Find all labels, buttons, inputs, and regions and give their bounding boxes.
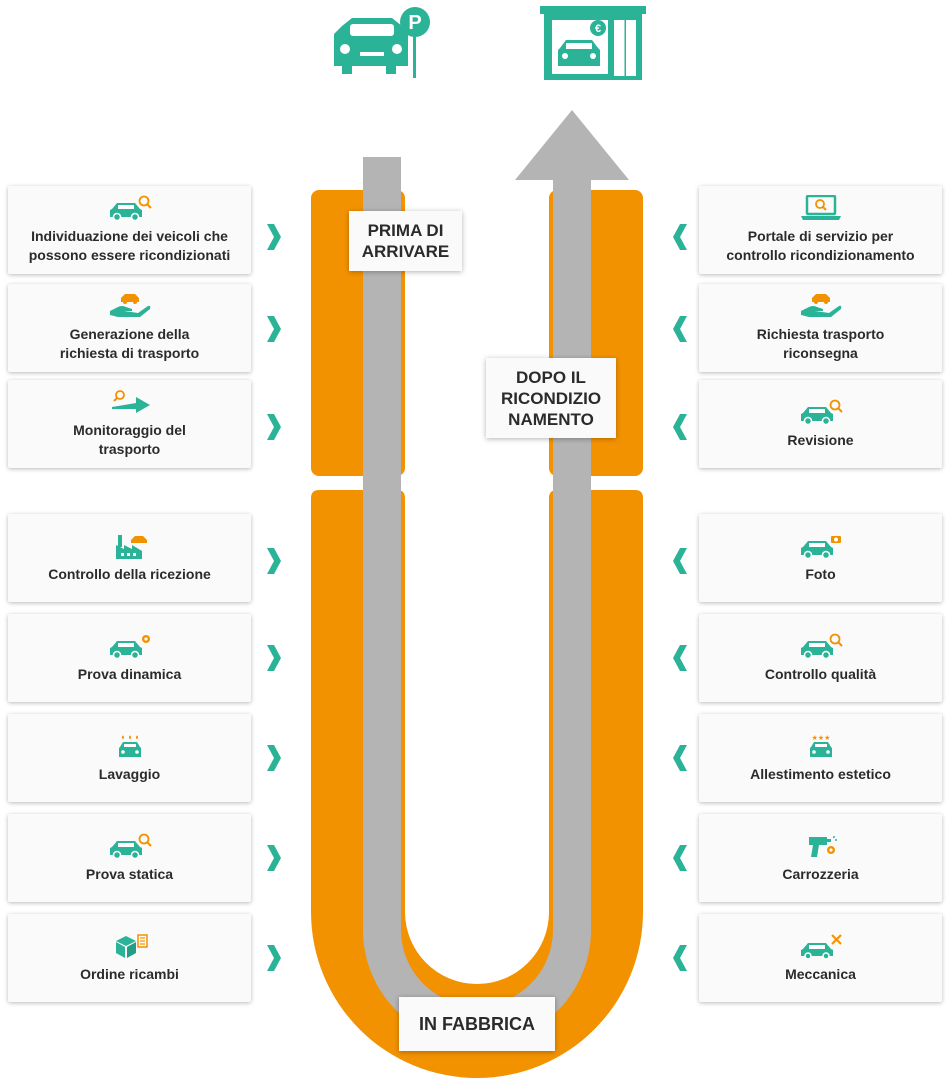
step-label: Controllo della ricezione: [48, 565, 211, 582]
factory-car-icon: [115, 534, 147, 559]
chevron-right-icon: [267, 316, 281, 342]
step-identify-vehicles: Individuazione dei veicoli che possono e…: [8, 186, 251, 274]
gray-flow-path: [363, 157, 591, 1044]
step-mechanics: Meccanica: [699, 914, 942, 1002]
chevron-left-icon: [673, 745, 687, 771]
chevron-left-icon: [673, 645, 687, 671]
step-return-transport: Richiesta trasporto riconsegna: [699, 284, 942, 372]
hand-car-icon: [800, 294, 841, 317]
step-label: Allestimento estetico: [750, 765, 891, 782]
step-label: Richiesta trasporto riconsegna: [756, 326, 885, 361]
arrow-search-icon: [111, 390, 150, 413]
step-reception-check: Controllo della ricezione: [8, 514, 251, 602]
parts-box-icon: [115, 933, 148, 958]
parked-car-icon: P: [334, 7, 430, 78]
step-transport-request: Generazione della richiesta di trasporto: [8, 284, 251, 372]
chevron-left-icon: [673, 316, 687, 342]
car-gear-icon: [109, 634, 150, 659]
step-label: Monitoraggio del trasporto: [73, 422, 186, 457]
step-static-test: Prova statica: [8, 814, 251, 902]
step-label: Portale di servizio per controllo ricond…: [726, 228, 915, 263]
step-photo: Foto: [699, 514, 942, 602]
step-dynamic-test: Prova dinamica: [8, 614, 251, 702]
svg-text:★★★: ★★★: [811, 734, 830, 742]
step-washing: Lavaggio: [8, 714, 251, 802]
car-search-icon: [800, 399, 843, 425]
chevron-right-icon: [267, 845, 281, 871]
step-transport-monitoring: Monitoraggio del trasporto: [8, 380, 251, 468]
step-label: Individuazione dei veicoli che possono e…: [28, 228, 231, 263]
car-search-icon: [109, 833, 152, 859]
step-label: Carrozzeria: [782, 865, 859, 882]
chevron-left-icon: [673, 414, 687, 440]
car-dealership-icon: €: [540, 6, 646, 80]
chevron-right-icon: [267, 745, 281, 771]
car-wash-icon: [118, 735, 141, 757]
step-label: Generazione della richiesta di trasporto: [59, 326, 200, 361]
chevron-left-icon: [673, 945, 687, 971]
car-stars-icon: ★★★: [809, 734, 832, 757]
car-search-icon: [800, 633, 843, 659]
step-inspection: Revisione: [699, 380, 942, 468]
step-label: Prova statica: [85, 865, 174, 882]
step-label: Ordine ricambi: [80, 965, 179, 982]
chevron-left-icon: [673, 845, 687, 871]
car-search-icon: [109, 195, 152, 221]
chevron-left-icon: [673, 224, 687, 250]
car-tools-icon: [800, 933, 842, 959]
car-camera-icon: [800, 535, 841, 559]
step-label: Lavaggio: [98, 765, 161, 782]
step-quality-control: Controllo qualità: [699, 614, 942, 702]
spray-gun-icon: [808, 835, 837, 857]
step-label: Prova dinamica: [77, 665, 182, 682]
step-parts-order: Ordine ricambi: [8, 914, 251, 1002]
laptop-search-icon: [800, 195, 841, 220]
chevron-right-icon: [267, 645, 281, 671]
stage-in-factory: IN FABBRICA: [399, 997, 555, 1051]
hand-car-icon: [109, 294, 150, 317]
step-label: Controllo qualità: [764, 665, 877, 682]
step-label: Revisione: [787, 431, 854, 448]
chevron-right-icon: [267, 224, 281, 250]
step-bodywork: Carrozzeria: [699, 814, 942, 902]
flow-arrow-head: [515, 110, 629, 180]
step-label: Foto: [805, 565, 836, 582]
step-cosmetic-preparation: ★★★ Allestimento estetico: [699, 714, 942, 802]
stage-after-reconditioning: DOPO IL RICONDIZIO NAMENTO: [486, 358, 616, 438]
svg-text:€: €: [595, 23, 601, 35]
orange-u-shape: [311, 490, 643, 1078]
chevron-right-icon: [267, 548, 281, 574]
chevron-right-icon: [267, 945, 281, 971]
chevron-right-icon: [267, 414, 281, 440]
step-service-portal: Portale di servizio per controllo ricond…: [699, 186, 942, 274]
step-label: Meccanica: [785, 965, 856, 982]
chevron-left-icon: [673, 548, 687, 574]
svg-text:P: P: [408, 12, 421, 34]
stage-before-arrival: PRIMA DI ARRIVARE: [349, 211, 462, 271]
